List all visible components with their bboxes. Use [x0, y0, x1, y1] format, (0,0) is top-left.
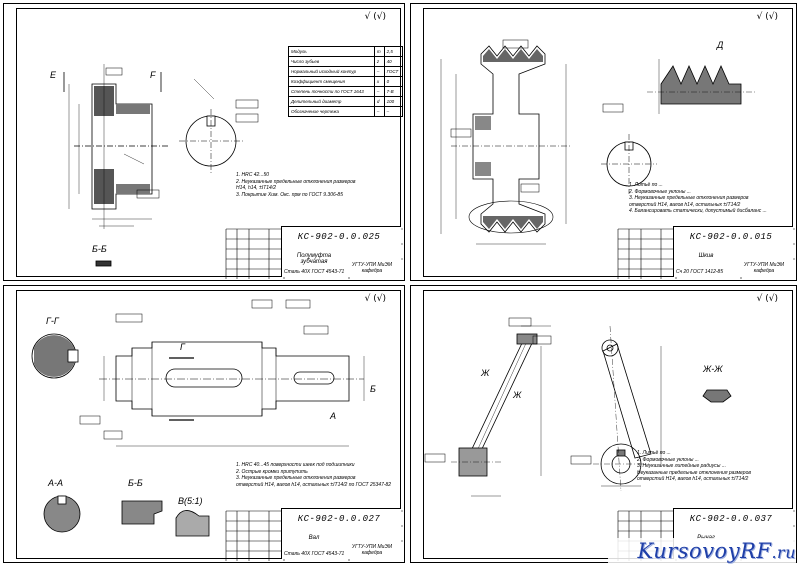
part-name: Вал	[308, 535, 320, 541]
section-label: Б-Б	[128, 478, 143, 488]
sheet-frame	[16, 8, 401, 277]
section-label: В(5:1)	[178, 496, 203, 506]
section-label: А	[330, 411, 337, 421]
technical-notes: 1. Литьё по ... 2. Формовочные уклоны ..…	[629, 182, 767, 214]
section-label: Г-Г	[46, 316, 59, 326]
section-label: Е	[50, 70, 57, 80]
table-row: Степень точности по ГОСТ 1643–7-В	[288, 86, 404, 97]
part-name: Полумуфта зубчатая	[296, 253, 332, 265]
roughness-symbol: √ (√)	[364, 294, 386, 304]
section-label: А-А	[48, 478, 64, 488]
roughness-symbol: √ (√)	[364, 12, 386, 22]
technical-notes: 1. HRC 42...50 2. Неуказанные предельные…	[236, 172, 356, 198]
section-label: Ж	[481, 368, 490, 378]
organization: УГТУ-УПИ МиЭМ кафедра	[351, 262, 393, 274]
drawing-sheet-lever: √ (√)	[410, 285, 797, 563]
coupling-drawing	[63, 64, 403, 279]
roughness-symbol: √ (√)	[756, 294, 778, 304]
roughness-symbol: √ (√)	[756, 12, 778, 22]
drawing-sheet-shaft: √ (√)	[3, 285, 405, 563]
shaft-drawing	[31, 299, 403, 561]
sheet-frame	[423, 8, 793, 277]
watermark-tld: .ru	[771, 543, 796, 562]
organization: УГТУ-УПИ МиЭМ кафедра	[743, 262, 785, 274]
section-label: F	[150, 70, 156, 80]
title-block: КС-902-0.0.015 Шкив Сч 20 ГОСТ 1412-85 У…	[673, 226, 793, 277]
section-label: Б	[370, 384, 376, 394]
drawing-code: КС-902-0.0.025	[297, 232, 381, 242]
section-label: Ж	[513, 390, 522, 400]
sheet-frame	[16, 290, 401, 559]
section-label: Б-Б	[92, 244, 107, 254]
table-row: Нормальный исходный контур–ГОСТ	[288, 66, 404, 77]
technical-notes: 1. Литьё по ... 2. Формовочные уклоны ..…	[637, 450, 751, 482]
site-watermark: KursovoyRF.ru	[608, 538, 796, 564]
technical-notes: 1. HRC 40...45 поверхности шеек под подш…	[236, 462, 392, 488]
title-block: КС-902-0.0.025 Полумуфта зубчатая Сталь …	[281, 226, 401, 277]
organization: УГТУ-УПИ МиЭМ кафедра	[351, 544, 393, 556]
drawing-sheet-coupling: √ (√)	[3, 3, 405, 281]
section-label: Ж-Ж	[703, 364, 723, 374]
part-material: Сталь 40Х ГОСТ 4543-71	[284, 269, 345, 275]
drawing-sheet-pulley: √ (√)	[410, 3, 797, 281]
section-label: Г	[180, 342, 185, 352]
watermark-main: KursovoyRF	[637, 539, 772, 563]
part-name: Шкив	[698, 253, 714, 259]
title-block: КС-902-0.0.027 Вал Сталь 40Х ГОСТ 4543-7…	[281, 508, 401, 559]
part-material: Сч 20 ГОСТ 1412-85	[676, 269, 724, 275]
section-label: Д	[717, 40, 724, 50]
part-material: Сталь 40Х ГОСТ 4543-71	[284, 551, 345, 557]
table-row: Обозначение чертежа––	[288, 106, 404, 117]
drawing-code: КС-902-0.0.015	[689, 232, 773, 242]
drawing-code: КС-902-0.0.027	[297, 514, 381, 524]
drawing-code: КС-902-0.0.037	[689, 514, 773, 524]
